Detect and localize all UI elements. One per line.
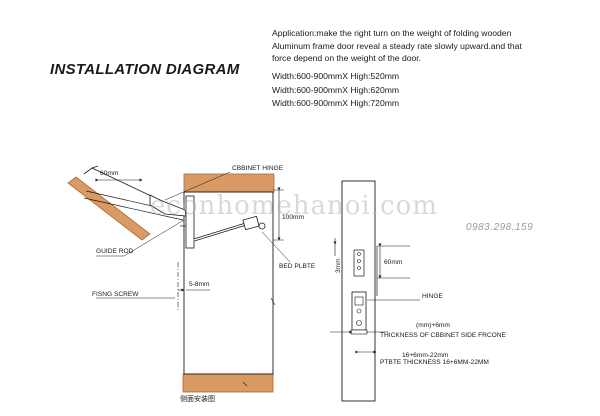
application-line-3: force depend on the weight of the door. — [272, 53, 422, 64]
lift-mechanism — [180, 195, 266, 249]
label-plate-thickness: PTBTE THICKNESS 16+6MM-22MM — [380, 359, 489, 366]
label-fixing-screw: FISNG SCREW — [92, 291, 139, 298]
label-hinge: HINGE — [422, 293, 443, 300]
leader-hinge — [164, 171, 231, 201]
leader-guide-rod — [123, 219, 185, 257]
application-line-1: Application:make the right turn on the w… — [272, 28, 512, 38]
label-plate-range: 16+6mm-22mm — [402, 352, 449, 359]
application-text: Application:make the right turn on the w… — [272, 27, 592, 65]
dimension-item: Width:600-900mmX High:620mm — [272, 84, 400, 95]
diagram-title: INSTALLATION DIAGRAM — [50, 61, 240, 78]
dimension-item: Width:600-900mmX High:520mm — [272, 71, 400, 81]
dimension-item: Width:600-900mmX High:720mm — [272, 98, 400, 108]
label-3mm: 3mm — [335, 258, 342, 273]
label-guide-rod: GUIDE ROD — [96, 248, 134, 255]
folding-door — [67, 176, 151, 241]
application-line-2: Aluminum frame door reveal a steady rate… — [272, 40, 522, 51]
front-view-panel — [341, 180, 376, 402]
side-view-caption: 侧面安装图 — [180, 394, 215, 403]
dimension-list: Width:600-900mmX High:520mm Width:600-90… — [272, 70, 399, 111]
label-60mm-right: 60mm — [384, 259, 403, 266]
cabinet-top-board — [183, 173, 275, 193]
label-6mm: (mm)+6mm — [416, 322, 450, 329]
watermark: econhomehanoi.com — [150, 191, 438, 221]
tick-mark — [270, 297, 276, 306]
frame-edge — [91, 165, 99, 169]
label-bed-plate: BED PLBTE — [279, 263, 316, 270]
cabinet-bottom-board — [182, 373, 274, 393]
label-100mm: 100mm — [282, 214, 304, 221]
label-60mm: 60mm — [100, 170, 119, 177]
mounting-plate — [353, 249, 365, 277]
tick-mark — [242, 381, 248, 387]
hinge-block — [350, 291, 368, 335]
phone-number: 0983.298.159 — [466, 222, 534, 233]
cabinet-side-panel — [183, 191, 274, 375]
label-cabinet-hinge: CBBINET HINGE — [232, 165, 284, 172]
guide-line — [83, 197, 184, 221]
leader-bed-plate — [261, 231, 291, 263]
label-thickness-side: THICKNESS OF CBBINET SIDE FRCONE — [380, 332, 507, 339]
label-gap: 5-8mm — [189, 281, 210, 288]
